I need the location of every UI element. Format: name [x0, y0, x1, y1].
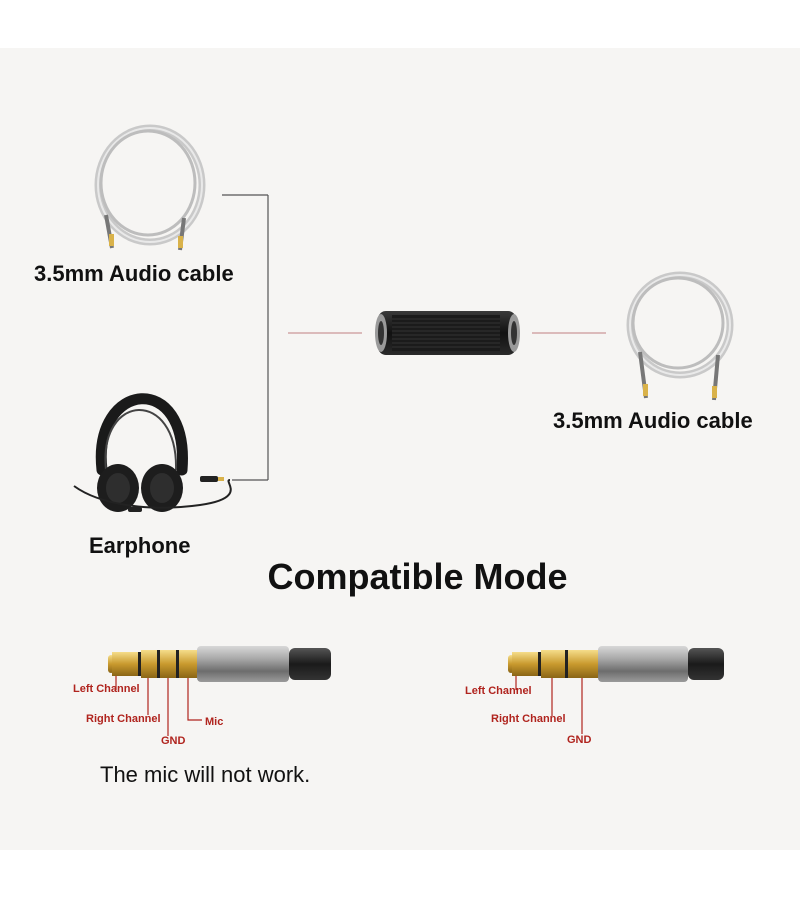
plug-3pole: [508, 646, 724, 734]
pin-label-right-channel-3pole: Right Channel: [491, 713, 566, 725]
bracket-lines: [222, 194, 269, 481]
plug-4pole: [108, 646, 331, 736]
coiled-cable-top-left: [94, 124, 206, 251]
headphones-illustration: [73, 393, 232, 512]
mic-note: The mic will not work.: [100, 762, 311, 787]
diagram-title: Compatible Mode: [267, 556, 568, 597]
pin-label-gnd-3pole: GND: [567, 734, 592, 746]
pin-label-right-channel-4pole: Right Channel: [86, 713, 161, 725]
label-earphone: Earphone: [89, 533, 191, 558]
pin-label-mic-4pole: Mic: [205, 716, 224, 728]
label-cable-top-left: 3.5mm Audio cable: [34, 261, 234, 286]
pin-label-left-channel-4pole: Left Channel: [73, 683, 140, 695]
label-cable-right: 3.5mm Audio cable: [553, 408, 753, 433]
coupler-adapter: [375, 311, 520, 355]
pin-label-left-channel-3pole: Left Channel: [465, 685, 532, 697]
coiled-cable-right: [626, 271, 734, 401]
background-panel: [0, 48, 800, 850]
pin-label-gnd-4pole: GND: [161, 735, 186, 747]
